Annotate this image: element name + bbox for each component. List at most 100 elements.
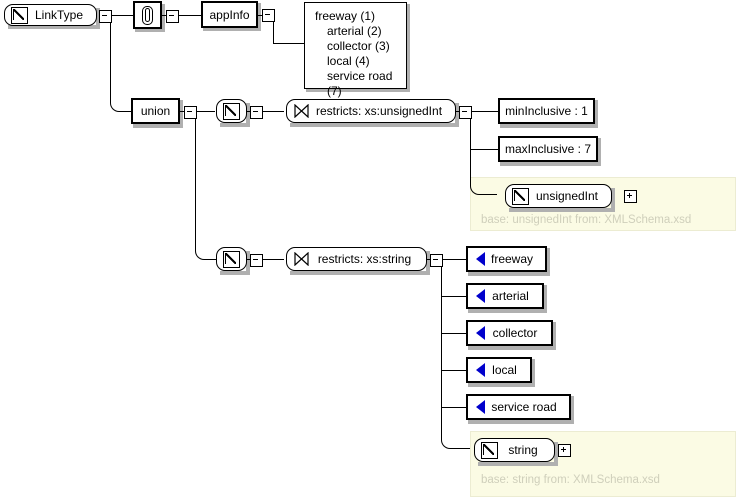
branch1-restricts-collapse-toggle[interactable] <box>459 106 472 119</box>
appinfo-list-item-0: freeway (1) <box>315 9 376 23</box>
node-union[interactable]: union <box>131 98 180 124</box>
linktype-label: LinkType <box>34 8 84 22</box>
connector-facet-1 <box>470 149 498 150</box>
annotation-collapse-toggle[interactable] <box>166 10 179 23</box>
node-string[interactable]: string <box>474 438 555 462</box>
node-branch1-simpletype[interactable] <box>216 99 247 123</box>
branch2-restricts-label: restricts: xs:string <box>317 252 412 266</box>
mininclusive-label: minInclusive : 1 <box>505 104 588 118</box>
enum-local-shadow-right <box>531 359 535 387</box>
enum-freeway-shadow <box>468 272 550 276</box>
enum-collector-label: collector <box>492 326 538 340</box>
appinfo-list-item-2: collector (3) <box>327 39 390 53</box>
connector-linktype-union-elbow <box>110 95 125 112</box>
node-enum-collector[interactable]: collector <box>466 320 553 346</box>
appinfo-list-shadow-right <box>406 4 410 92</box>
linktype-shadow <box>8 25 100 29</box>
branch1-type-shadow-right <box>246 103 250 127</box>
connector-branch1-panel-stub <box>483 194 497 195</box>
branch2-type-shadow-right <box>246 251 250 275</box>
branch2-restricts-collapse-toggle[interactable] <box>430 254 443 267</box>
enum-local-shadow <box>468 383 535 387</box>
connector-union-branch-bus <box>195 111 196 251</box>
enum-local-label: local <box>492 363 517 377</box>
unsignedint-label: unsignedInt <box>535 189 599 203</box>
enum-freeway-shadow-right <box>546 248 550 276</box>
linktype-collapse-toggle[interactable] <box>99 10 112 23</box>
enum-freeway-label: freeway <box>490 252 534 266</box>
union-shadow-right <box>179 100 183 128</box>
connector-appinfo-list-horizontal <box>273 43 304 44</box>
connector-enum-3 <box>441 370 466 371</box>
branch2-type-collapse-toggle[interactable] <box>250 254 263 267</box>
connector-branch1-panel-elbow <box>470 180 485 195</box>
connector-annotation-appinfo <box>177 15 201 16</box>
connector-branch2-panel-stub <box>454 448 470 449</box>
union-collapse-toggle[interactable] <box>184 106 197 119</box>
branch1-type-shadow <box>220 123 250 127</box>
connector-facet-bus <box>470 111 471 185</box>
branch2-restricts-shadow-right <box>426 251 430 275</box>
enum-collector-shadow <box>468 346 556 350</box>
appinfo-list-item-3: local (4) <box>327 54 370 68</box>
node-enum-service-road[interactable]: service road <box>466 394 571 420</box>
connector-union-branch2-elbow <box>195 245 210 260</box>
node-enum-freeway[interactable]: freeway <box>466 246 547 272</box>
mininclusive-shadow <box>500 124 598 128</box>
connector-linktype-union-vertical <box>110 15 111 100</box>
appinfo-label: appInfo <box>209 7 250 22</box>
connector-branch2-type-restricts <box>261 259 284 260</box>
branch1-restricts-shadow-right <box>455 103 459 127</box>
enum-serviceroad-shadow-right <box>570 396 574 424</box>
connector-linktype-annotation <box>110 15 133 16</box>
unsignedint-expand-toggle[interactable] <box>624 190 637 203</box>
connector-union-branch2-stub <box>208 259 216 260</box>
connector-enum-bus <box>441 259 442 436</box>
node-unsignedint[interactable]: unsignedInt <box>505 184 612 208</box>
enum-triangle-icon <box>476 289 485 303</box>
connector-branch1-type-restricts <box>261 111 284 112</box>
restricts-icon <box>294 252 309 266</box>
enum-arterial-shadow <box>468 309 547 313</box>
branch1-restricts-shadow <box>290 123 459 127</box>
enum-arterial-label: arterial <box>492 289 529 303</box>
branch1-type-collapse-toggle[interactable] <box>250 106 263 119</box>
node-mininclusive[interactable]: minInclusive : 1 <box>498 98 595 124</box>
node-maxinclusive[interactable]: maxInclusive : 7 <box>498 136 598 162</box>
node-annotation[interactable] <box>133 1 162 29</box>
node-branch1-restricts[interactable]: restricts: xs:unsignedInt <box>286 99 456 123</box>
string-base-text: base: string from: XMLSchema.xsd <box>481 474 660 486</box>
type-icon <box>223 250 240 268</box>
node-branch2-simpletype[interactable] <box>216 247 247 271</box>
node-linktype[interactable]: LinkType <box>4 4 97 26</box>
union-label: union <box>140 104 171 118</box>
node-enum-local[interactable]: local <box>466 357 532 383</box>
appinfo-collapse-toggle[interactable] <box>262 9 275 22</box>
restricts-icon <box>294 104 309 118</box>
string-label: string <box>508 443 538 457</box>
string-node-shadow-right <box>554 442 558 466</box>
node-appinfo[interactable]: appInfo <box>201 1 258 28</box>
connector-branch1-type-left <box>247 111 251 112</box>
connector-appinfo-left <box>258 15 263 16</box>
enum-triangle-icon <box>476 326 485 340</box>
unsignedint-base-text: base: unsignedInt from: XMLSchema.xsd <box>481 214 692 226</box>
appinfo-shadow <box>203 27 261 31</box>
string-node-shadow <box>478 462 558 466</box>
connector-enum-0 <box>441 259 466 260</box>
appinfo-list-shadow <box>306 88 410 92</box>
connector-enum-2 <box>441 333 466 334</box>
annotation-shadow <box>135 28 165 32</box>
appinfo-content-list: freeway (1) arterial (2) collector (3) l… <box>304 2 407 98</box>
node-branch2-restricts[interactable]: restricts: xs:string <box>286 247 427 271</box>
connector-appinfo-list-vertical <box>273 15 274 43</box>
connector-union-stub <box>123 111 131 112</box>
connector-enum-1 <box>441 296 466 297</box>
node-enum-arterial[interactable]: arterial <box>466 283 544 309</box>
enum-service-road-label: service road <box>491 400 557 414</box>
maxinclusive-shadow <box>500 162 601 166</box>
type-icon <box>512 187 529 205</box>
appinfo-list-item-1: arterial (2) <box>327 24 382 38</box>
branch2-type-shadow <box>220 271 250 275</box>
string-expand-toggle[interactable] <box>558 444 571 457</box>
